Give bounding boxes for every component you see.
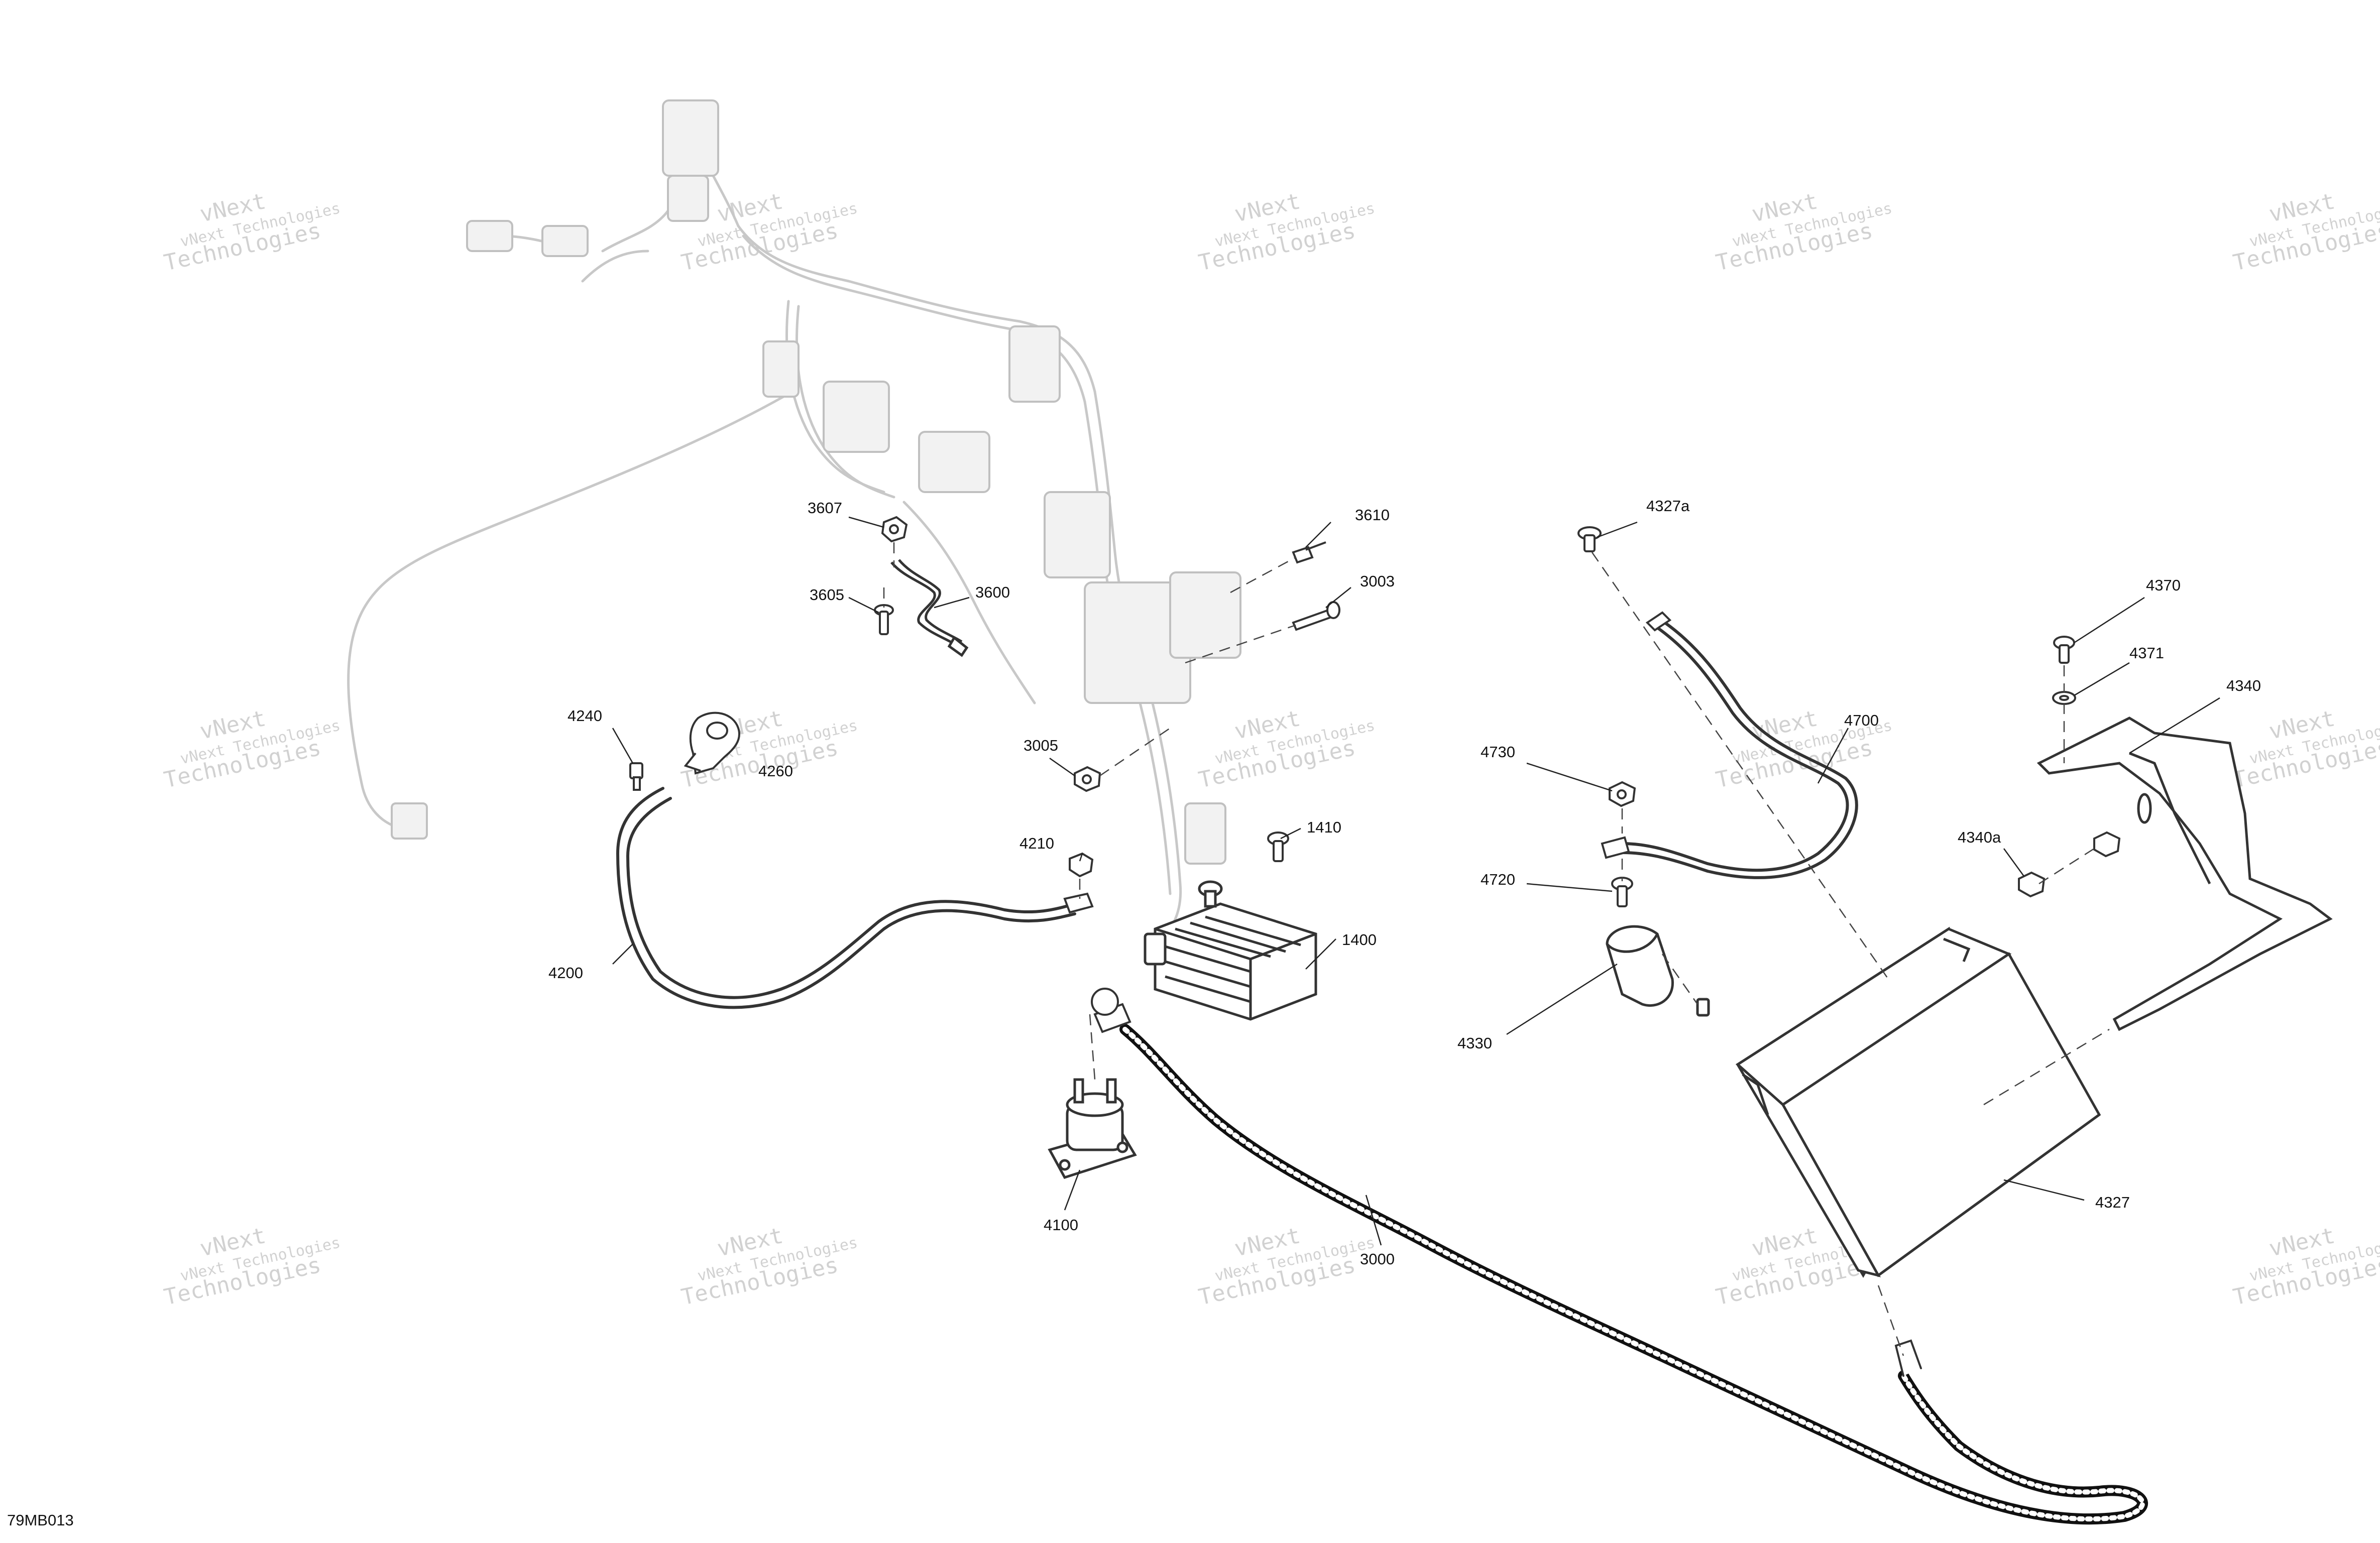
diagram-code: 79MB013 <box>7 1511 74 1529</box>
callout-4327a: 4327a <box>1646 497 1690 515</box>
callout-1410: 1410 <box>1307 818 1341 836</box>
part-3607-nut <box>881 516 908 543</box>
part-4330-terminal-cover <box>1606 925 1710 1017</box>
callout-3003: 3003 <box>1360 572 1395 590</box>
callout-3005: 3005 <box>1024 737 1058 754</box>
callout-4240: 4240 <box>568 707 602 725</box>
callout-4330: 4330 <box>1457 1034 1492 1052</box>
part-4700-battery-cable <box>1601 611 1858 879</box>
background-connectors <box>391 99 1241 865</box>
part-1400-voltage-regulator <box>1144 880 1317 1021</box>
callout-4340a: 4340a <box>1958 828 2001 846</box>
callout-3607: 3607 <box>808 499 842 517</box>
callout-4730: 4730 <box>1481 743 1515 761</box>
part-4240-bolt <box>629 762 643 791</box>
callout-4260: 4260 <box>758 762 793 780</box>
callout-4700: 4700 <box>1844 711 1879 729</box>
part-4340-battery-bracket <box>2036 717 2333 1031</box>
part-4260-terminal-cover <box>684 711 740 775</box>
part-4327-battery <box>1735 926 2101 1278</box>
callout-4100: 4100 <box>1044 1216 1078 1234</box>
callout-4327: 4327 <box>2095 1194 2130 1211</box>
part-4327a-bolt <box>1577 526 1602 552</box>
part-3610-screw <box>1292 541 1326 564</box>
callout-3000: 3000 <box>1360 1250 1395 1268</box>
part-4340a-nut <box>2018 831 2121 898</box>
part-1410-screw <box>1267 832 1289 862</box>
callout-4340: 4340 <box>2226 677 2261 694</box>
leader-lines <box>612 516 2220 1246</box>
part-3005-nut <box>1074 766 1101 792</box>
assembly-axis-lines <box>883 542 2110 1356</box>
callout-4210: 4210 <box>1019 835 1054 852</box>
part-4730-nut <box>1609 781 1636 807</box>
part-4720-screw <box>1611 877 1633 907</box>
callout-3600: 3600 <box>975 583 1010 601</box>
callout-3610: 3610 <box>1355 506 1390 524</box>
part-4370-screw <box>2053 636 2075 664</box>
callout-labels: 3607 3610 3600 3605 3003 4327a 4370 4371… <box>548 497 2261 1268</box>
callout-4200: 4200 <box>548 964 583 982</box>
part-4100-starter-solenoid <box>1048 1078 1137 1179</box>
callout-1400: 1400 <box>1342 931 1377 948</box>
part-3605-screw <box>874 604 894 635</box>
callout-4371: 4371 <box>2129 644 2164 662</box>
part-3600-ground-cable <box>890 559 969 657</box>
part-3003-bolt <box>1292 601 1340 631</box>
part-3000-main-harness <box>1091 988 2148 1525</box>
callout-3605: 3605 <box>810 586 844 604</box>
part-4200-battery-cable <box>616 787 1094 1009</box>
callout-4720: 4720 <box>1481 871 1515 888</box>
callout-4370: 4370 <box>2146 576 2181 594</box>
part-4371-washer <box>2052 691 2076 705</box>
